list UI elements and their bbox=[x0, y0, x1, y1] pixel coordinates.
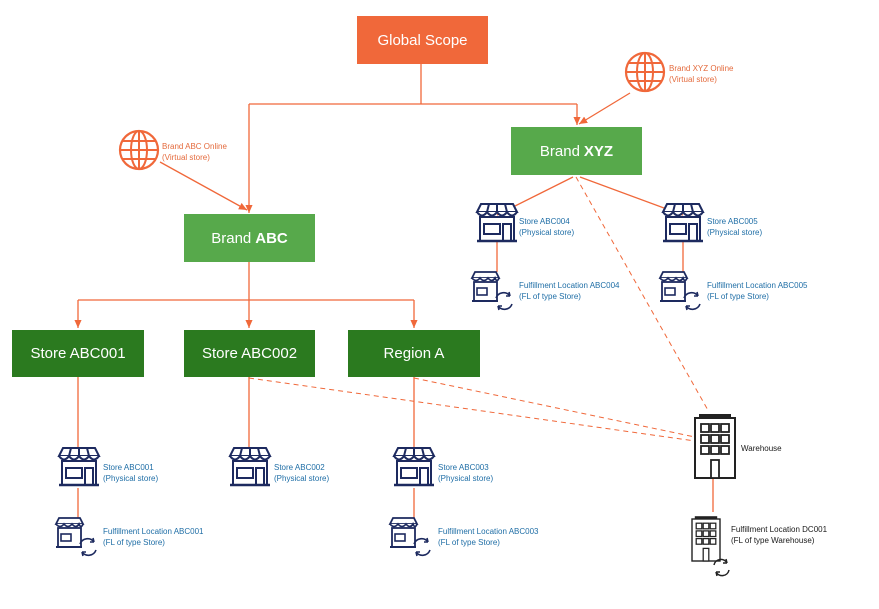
storefront-icon bbox=[392, 446, 436, 487]
store-sync-icon bbox=[389, 517, 431, 557]
brand-abc-bold: ABC bbox=[255, 229, 288, 247]
global-scope-node: Global Scope bbox=[357, 16, 488, 64]
storefront-icon bbox=[475, 202, 519, 243]
globe-icon bbox=[624, 51, 666, 93]
physical-store-label: Store ABC004 (Physical store) bbox=[519, 217, 575, 237]
global-scope-label: Global Scope bbox=[377, 31, 468, 49]
virtual-store-label: Brand ABC Online (Virtual store) bbox=[162, 142, 227, 162]
brand-xyz-prefix: Brand bbox=[539, 142, 580, 160]
physical-store-label: Store ABC005 (Physical store) bbox=[707, 217, 763, 237]
brand-xyz-bold: XYZ bbox=[583, 142, 614, 160]
region-a-node: Region A bbox=[348, 330, 480, 377]
warehouse-label: Warehouse bbox=[741, 444, 782, 453]
storefront-icon bbox=[228, 446, 272, 487]
globe-icon bbox=[118, 129, 160, 171]
fulfillment-location-label: Fulfillment Location DC001 (FL of type W… bbox=[731, 525, 828, 545]
store-abc001-label: Store ABC001 bbox=[30, 345, 126, 362]
store-abc002-node: Store ABC002 bbox=[184, 330, 315, 377]
storefront-icon bbox=[661, 202, 705, 243]
physical-store-label: Store ABC001 (Physical store) bbox=[103, 463, 159, 483]
store-abc002-label: Store ABC002 bbox=[201, 345, 298, 362]
store-sync-icon bbox=[659, 271, 701, 311]
physical-store-label: Store ABC002 (Physical store) bbox=[274, 463, 330, 483]
warehouse-sync-icon bbox=[691, 515, 730, 577]
storefront-icon bbox=[57, 446, 101, 487]
fulfillment-location-label: Fulfillment Location ABC005 (FL of type … bbox=[707, 281, 808, 301]
store-sync-icon bbox=[55, 517, 97, 557]
store-abc001-node: Store ABC001 bbox=[12, 330, 144, 377]
warehouse-connectors bbox=[248, 176, 710, 442]
fulfillment-location-label: Fulfillment Location ABC001 (FL of type … bbox=[103, 527, 204, 547]
region-a-label: Region A bbox=[383, 345, 445, 362]
store-sync-icon bbox=[471, 271, 513, 311]
physical-store-label: Store ABC003 (Physical store) bbox=[438, 463, 494, 483]
warehouse-icon bbox=[694, 413, 736, 479]
virtual-store-label: Brand XYZ Online (Virtual store) bbox=[669, 64, 734, 84]
fulfillment-location-label: Fulfillment Location ABC004 (FL of type … bbox=[519, 281, 620, 301]
brand-abc-prefix: Brand bbox=[211, 229, 252, 247]
fulfillment-location-label: Fulfillment Location ABC003 (FL of type … bbox=[438, 527, 539, 547]
